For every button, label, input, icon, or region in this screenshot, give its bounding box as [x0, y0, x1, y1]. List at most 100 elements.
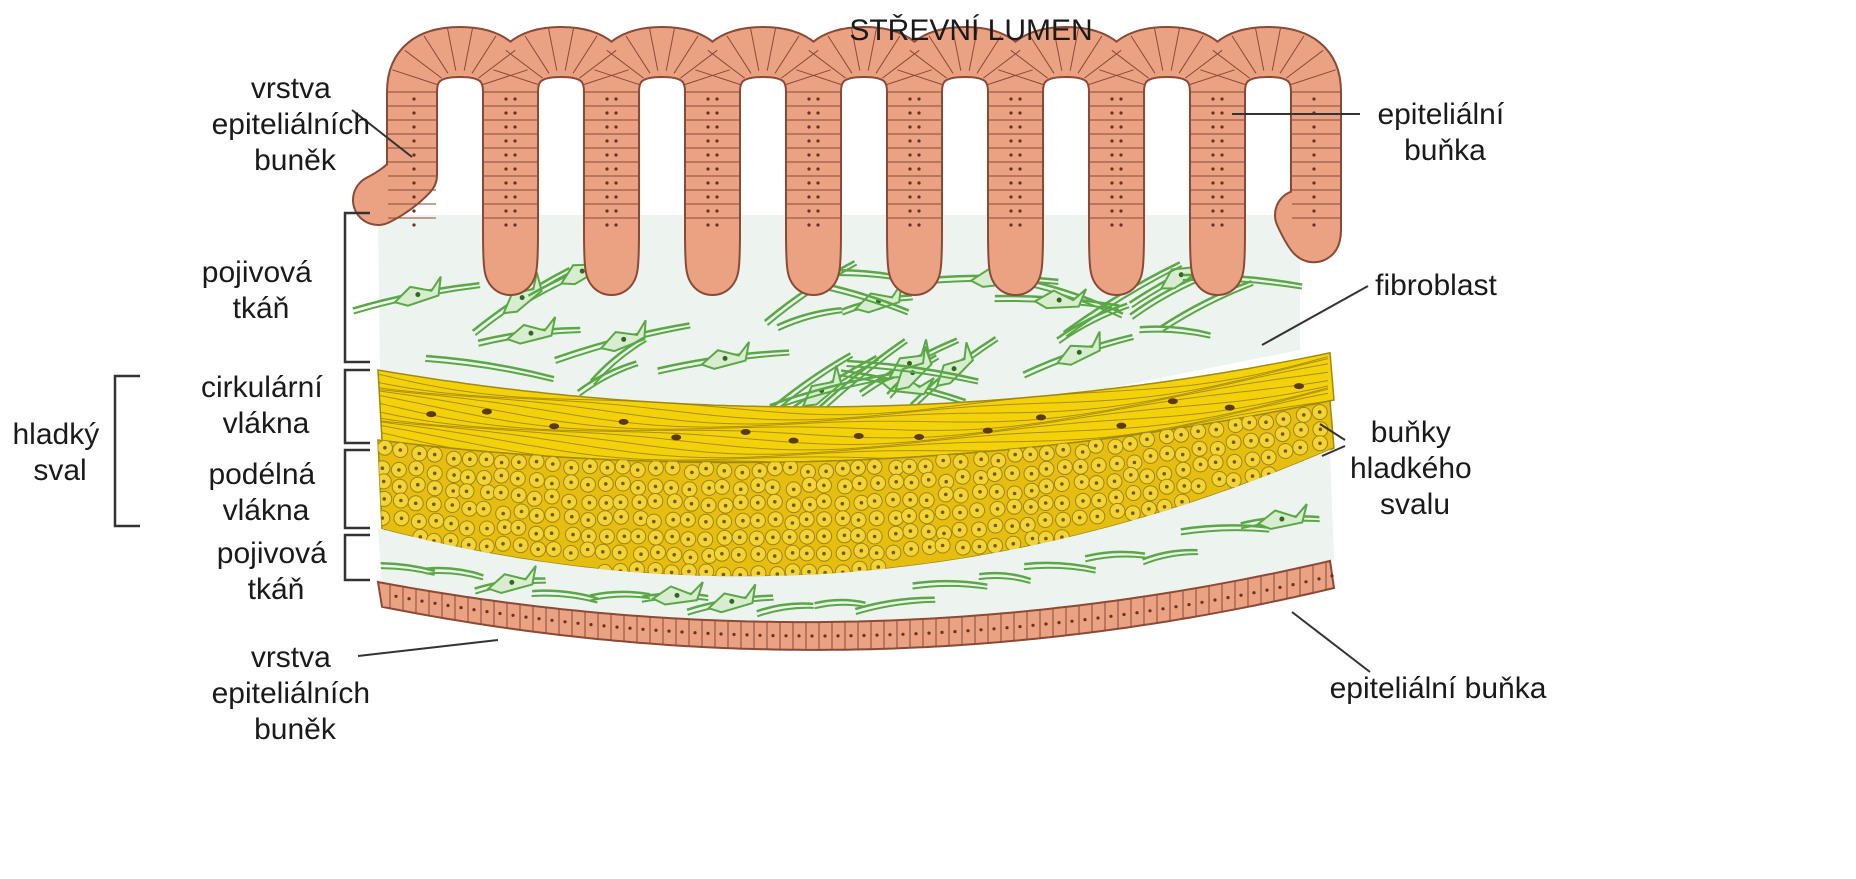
- epithelial-cell-nucleus: [1070, 620, 1073, 623]
- muscle-cell-nucleus: [1165, 434, 1169, 438]
- muscle-cell-nucleus: [467, 543, 471, 547]
- muscle-cell-nucleus: [707, 504, 711, 508]
- muscle-cell-nucleus: [1265, 438, 1269, 442]
- villus-cell-nucleus: [816, 153, 819, 156]
- villus-cell-nucleus: [1211, 181, 1214, 184]
- epithelial-cell-nucleus: [797, 634, 800, 637]
- villus-cell-nucleus: [513, 223, 516, 226]
- muscle-nucleus: [741, 429, 751, 435]
- muscle-cell-nucleus: [822, 484, 826, 488]
- muscle-cell-nucleus: [533, 497, 537, 501]
- muscle-cell-nucleus: [399, 448, 403, 452]
- muscle-cell-nucleus: [993, 544, 997, 548]
- villus-cell-nucleus: [706, 167, 709, 170]
- muscle-cell-nucleus: [534, 532, 538, 536]
- villus-cell-nucleus: [1220, 97, 1223, 100]
- muscle-cell-nucleus: [434, 519, 438, 523]
- villus-cell-nucleus: [816, 181, 819, 184]
- epithelial-cell-nucleus: [1252, 591, 1255, 594]
- muscle-cell-nucleus: [1012, 542, 1016, 546]
- muscle-cell-nucleus: [465, 490, 469, 494]
- muscle-cell-nucleus: [944, 493, 948, 497]
- muscle-cell-nucleus: [586, 483, 590, 487]
- muscle-cell-nucleus: [1318, 410, 1322, 414]
- muscle-cell-nucleus: [1162, 472, 1166, 476]
- muscle-cell-nucleus: [382, 480, 386, 484]
- villus-cell-nucleus: [513, 111, 516, 114]
- muscle-cell-nucleus: [485, 527, 489, 531]
- villus-cell-nucleus: [1211, 167, 1214, 170]
- muscle-cell-nucleus: [822, 534, 826, 538]
- muscle-cell-nucleus: [1031, 537, 1035, 541]
- muscle-cell-nucleus: [550, 495, 554, 499]
- epithelial-cell-nucleus: [485, 610, 488, 613]
- villus-cell-nucleus: [504, 139, 507, 142]
- muscle-cell-nucleus: [792, 503, 796, 507]
- muscle-cell-nucleus: [639, 552, 643, 556]
- muscle-cell-nucleus: [1029, 453, 1033, 457]
- muscle-cell-nucleus: [1113, 480, 1117, 484]
- muscle-cell-nucleus: [941, 459, 945, 463]
- muscle-cell-nucleus: [808, 503, 812, 507]
- muscle-cell-nucleus: [1114, 445, 1118, 449]
- muscle-cell-nucleus: [652, 520, 656, 524]
- villus-cell-nucleus: [816, 111, 819, 114]
- villus-cell-nucleus: [504, 209, 507, 212]
- villus-cell-nucleus: [1119, 209, 1122, 212]
- villus-cell-nucleus: [614, 167, 617, 170]
- muscle-cell-nucleus: [551, 513, 555, 517]
- muscle-cell-nucleus: [720, 485, 724, 489]
- muscle-cell-nucleus: [1232, 479, 1236, 483]
- muscle-cell-nucleus: [856, 466, 860, 470]
- muscle-cell-nucleus: [1180, 500, 1184, 504]
- villus-cell-nucleus: [807, 223, 810, 226]
- muscle-cell-nucleus: [1218, 477, 1222, 481]
- epithelial-cell-nucleus: [1096, 616, 1099, 619]
- label-top-left-epi: vrstva epiteliálních buněk: [212, 72, 379, 177]
- muscle-cell-nucleus: [739, 488, 743, 492]
- muscle-cell-nucleus: [433, 472, 437, 476]
- villus-cell-nucleus: [807, 209, 810, 212]
- villus-cell-nucleus: [807, 97, 810, 100]
- epithelial-cell-nucleus: [966, 629, 969, 632]
- muscle-cell-nucleus: [1264, 420, 1268, 424]
- villus-cell-nucleus: [1211, 209, 1214, 212]
- muscle-cell-nucleus: [1197, 484, 1201, 488]
- muscle-cell-nucleus: [486, 491, 490, 495]
- villus-cell-nucleus: [807, 111, 810, 114]
- muscle-cell-nucleus: [788, 535, 792, 539]
- villus-cell-nucleus: [605, 167, 608, 170]
- muscle-cell-nucleus: [499, 491, 503, 495]
- villus-cell-nucleus: [614, 139, 617, 142]
- villus-cell-nucleus: [1018, 97, 1021, 100]
- muscle-cell-nucleus: [1080, 480, 1084, 484]
- muscle-cell-nucleus: [449, 522, 453, 526]
- muscle-cell-nucleus: [1010, 524, 1014, 528]
- muscle-cell-nucleus: [1147, 507, 1151, 511]
- villus-cell-nucleus: [917, 195, 920, 198]
- epithelial-cell-nucleus: [1200, 601, 1203, 604]
- muscle-cell-nucleus: [860, 501, 864, 505]
- villus-cell-nucleus: [1119, 97, 1122, 100]
- villus-cell-nucleus: [605, 209, 608, 212]
- villus-cell-nucleus: [1018, 153, 1021, 156]
- label-bottom-right-epi: epiteliální buňka: [1330, 672, 1547, 705]
- muscle-cell-nucleus: [907, 514, 911, 518]
- muscle-cell-nucleus: [841, 467, 845, 471]
- muscle-cell-nucleus: [925, 514, 929, 518]
- villus-cell-nucleus: [614, 195, 617, 198]
- muscle-cell-nucleus: [959, 460, 963, 464]
- muscle-cell-nucleus: [841, 517, 845, 521]
- muscle-cell-nucleus: [909, 547, 913, 551]
- epithelial-cell-nucleus: [615, 626, 618, 629]
- muscle-cell-nucleus: [877, 565, 881, 569]
- muscle-cell-nucleus: [1060, 501, 1064, 505]
- villus-cell-nucleus: [504, 153, 507, 156]
- muscle-nucleus: [1116, 423, 1126, 429]
- muscle-cell-nucleus: [1183, 484, 1187, 488]
- muscle-cell-nucleus: [723, 469, 727, 473]
- muscle-cell-nucleus: [433, 487, 437, 491]
- muscle-cell-nucleus: [1163, 505, 1167, 509]
- muscle-cell-nucleus: [1251, 458, 1255, 462]
